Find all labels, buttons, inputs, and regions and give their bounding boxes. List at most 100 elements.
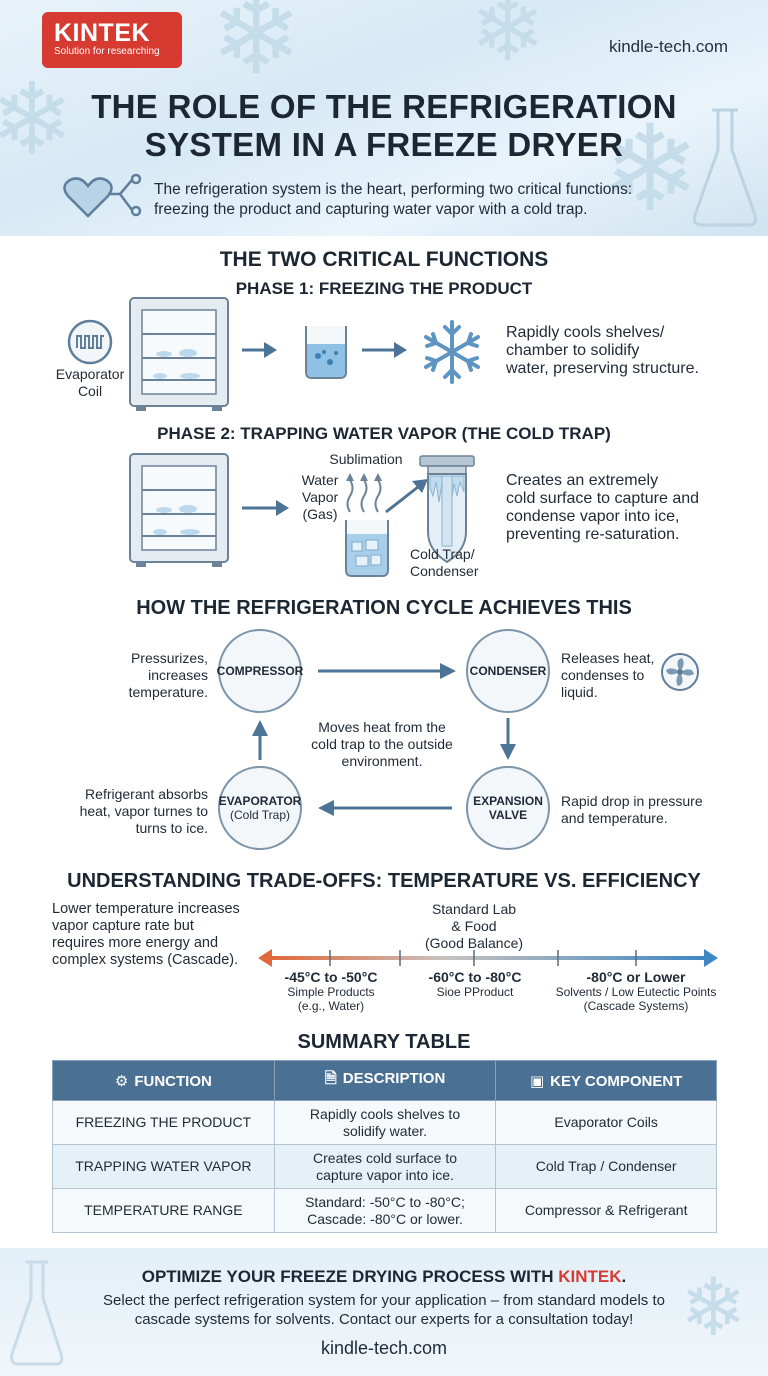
phase2-description-line: condense vapor into ice,: [506, 508, 680, 525]
tradeoffs-note: Lower temperature increases vapor captur…: [52, 901, 272, 969]
intro-line-1: The refrigeration system is the heart, p…: [154, 181, 633, 198]
tradeoffs-note-line: complex systems (Cascade).: [52, 952, 239, 968]
freeze-dryer-chamber-icon: [129, 297, 229, 411]
tradeoffs-note-line: requires more energy and: [52, 935, 219, 951]
vapor-wave-icon: [346, 473, 382, 513]
compressor-note-line: temperature.: [128, 684, 208, 700]
phase2-description-line: Creates an extremely: [506, 472, 659, 489]
phase2-description-line: cold surface to capture and: [506, 490, 700, 507]
range-simple: -45°C to -50°C Simple Products (e.g., Wa…: [262, 969, 400, 1013]
water-vapor-label-line: (Gas): [302, 506, 338, 522]
footer-text-line: Select the perfect refrigeration system …: [103, 1292, 665, 1309]
header-description-label: DESCRIPTION: [342, 1070, 446, 1087]
summary-table: ⚙ FUNCTION 🗎 DESCRIPTION ▣KEY COMPONENT FR…: [52, 1060, 717, 1233]
table-cell-component: Cold Trap / Condenser: [495, 1144, 717, 1189]
page-title-line-2: SYSTEM IN A FREEZE DRYER: [144, 126, 624, 163]
range-simple-value: -45°C to -50°C: [284, 969, 378, 985]
compressor-note-line: increases: [148, 667, 208, 683]
snowflake-decoration-icon: ❄: [680, 1261, 748, 1354]
brand-name: KINTEK: [54, 19, 151, 47]
range-cascade-sub: (Cascade Systems): [583, 999, 689, 1013]
range-standard: -60°C to -80°C Sioe PProduct: [406, 969, 544, 999]
snowflake-icon: [424, 320, 480, 384]
table-cell-description-line: solidify water.: [343, 1122, 428, 1139]
summary-header-row: ⚙ FUNCTION 🗎 DESCRIPTION ▣KEY COMPONENT: [52, 1060, 717, 1101]
gear-function-icon: ⚙: [114, 1071, 129, 1090]
footer-cta-text: OPTIMIZE YOUR FREEZE DRYING PROCESS WITH: [141, 1267, 559, 1286]
cold-trap-label-line: Condenser: [410, 563, 479, 579]
cold-trap-label-line: Cold Trap/: [410, 546, 475, 562]
table-cell-component: Compressor & Refrigerant: [495, 1188, 717, 1233]
device-component-icon: ▣: [529, 1071, 545, 1090]
table-cell-description-line: Cascade: -80°C or lower.: [307, 1210, 463, 1227]
page-title: THE ROLE OF THE REFRIGERATION SYSTEM IN …: [0, 88, 768, 164]
flask-decoration-icon: [692, 108, 758, 227]
footer-text: Select the perfect refrigeration system …: [0, 1291, 768, 1329]
tradeoffs-note-line: Lower temperature increases: [52, 901, 240, 917]
footer-cta-brand: KINTEK: [558, 1267, 622, 1286]
evaporator-note: Refrigerant absorbs heat, vapor turnes t…: [58, 786, 208, 837]
range-cascade-sub: Solvents / Low Eutectic Points: [555, 985, 717, 999]
range-cascade-value: -80°C or Lower: [586, 969, 686, 985]
website-link-top[interactable]: kindle-tech.com: [608, 37, 728, 56]
arrow-right-icon: [242, 342, 277, 358]
page-title-line-1: THE ROLE OF THE REFRIGERATION: [91, 88, 677, 125]
header-component: ▣KEY COMPONENT: [495, 1060, 717, 1101]
cycle-center-note-line: cold trap to the outside: [311, 736, 453, 752]
phase1-description-line: Rapidly cools shelves/: [506, 324, 665, 341]
ice-beaker-icon: [345, 520, 389, 577]
arrow-right-icon: [242, 500, 289, 516]
table-row: FREEZING THE PRODUCT Rapidly cools shelv…: [52, 1100, 717, 1145]
range-standard-value: -60°C to -80°C: [428, 969, 522, 985]
freeze-dryer-chamber-icon: [129, 453, 229, 567]
table-cell-description-line: Rapidly cools shelves to: [309, 1105, 461, 1122]
phase2-description: Creates an extremely cold surface to cap…: [506, 472, 746, 544]
table-cell-description-line: Standard: -50°C to -80°C;: [305, 1193, 465, 1210]
table-cell-function: TEMPERATURE RANGE: [52, 1188, 275, 1233]
document-search-icon: 🗎: [324, 1069, 337, 1087]
condenser-note-line: liquid.: [561, 684, 598, 700]
range-cascade: -80°C or Lower Solvents / Low Eutectic P…: [546, 969, 726, 1013]
header-description: 🗎 DESCRIPTION: [273, 1060, 497, 1101]
phase1-description: Rapidly cools shelves/ chamber to solidi…: [506, 324, 746, 378]
evaporator-note-line: heat, vapor turnes to: [79, 803, 208, 819]
sublimation-label: Sublimation: [329, 451, 403, 467]
expansion-valve-label: VALVE: [488, 808, 528, 822]
evaporator-label: EVAPORATOR: [218, 794, 302, 808]
standard-callout-line: (Good Balance): [424, 935, 524, 951]
water-beaker-icon: [305, 326, 347, 379]
expansion-valve-label: EXPANSION: [473, 794, 543, 808]
phase2-description-line: preventing re-saturation.: [506, 526, 680, 543]
website-link-bottom[interactable]: kindle-tech.com: [320, 1338, 448, 1358]
cycle-arrows: [252, 663, 516, 816]
standard-callout: Standard Lab & Food (Good Balance): [404, 901, 544, 952]
snowflake-decoration-icon: ❄: [210, 0, 303, 99]
water-vapor-label-line: Vapor: [301, 489, 339, 505]
table-cell-description: Standard: -50°C to -80°C;Cascade: -80°C …: [273, 1188, 497, 1233]
footer-banner: ❄: [0, 1248, 768, 1376]
cold-trap-label: Cold Trap/ Condenser: [410, 546, 500, 580]
evaporator-note-line: Refrigerant absorbs: [85, 786, 208, 802]
footer-cta-period: .: [621, 1267, 627, 1286]
compressor-node: COMPRESSOR: [217, 629, 303, 713]
phase1-description-line: water, preserving structure.: [506, 360, 699, 377]
evaporator-coil-label-line: Evaporator: [55, 366, 125, 382]
summary-heading: SUMMARY TABLE: [297, 1031, 471, 1053]
phase1-heading: PHASE 1: FREEZING THE PRODUCT: [235, 279, 533, 298]
brand-logo[interactable]: KINTEK Solution for researching: [42, 12, 182, 68]
snowflake-decoration-icon: ❄: [0, 61, 74, 178]
table-cell-function: FREEZING THE PRODUCT: [52, 1100, 275, 1145]
cycle-heading: HOW THE REFRIGERATION CYCLE ACHIEVES THI…: [136, 597, 632, 619]
footer-cta: OPTIMIZE YOUR FREEZE DRYING PROCESS WITH…: [0, 1267, 768, 1287]
tradeoffs-note-line: vapor capture rate but: [52, 918, 194, 934]
header-function-label: FUNCTION: [134, 1072, 212, 1090]
water-vapor-label: Water Vapor (Gas): [292, 472, 348, 523]
cycle-center-note: Moves heat from the cold trap to the out…: [292, 719, 472, 770]
expansion-valve-note-line: and temperature.: [561, 810, 668, 826]
cycle-center-note-line: Moves heat from the: [318, 719, 446, 735]
flask-decoration-icon: [10, 1260, 64, 1366]
evaporator-coil-icon: [67, 319, 113, 365]
range-standard-sub: Sioe PProduct: [436, 985, 514, 999]
